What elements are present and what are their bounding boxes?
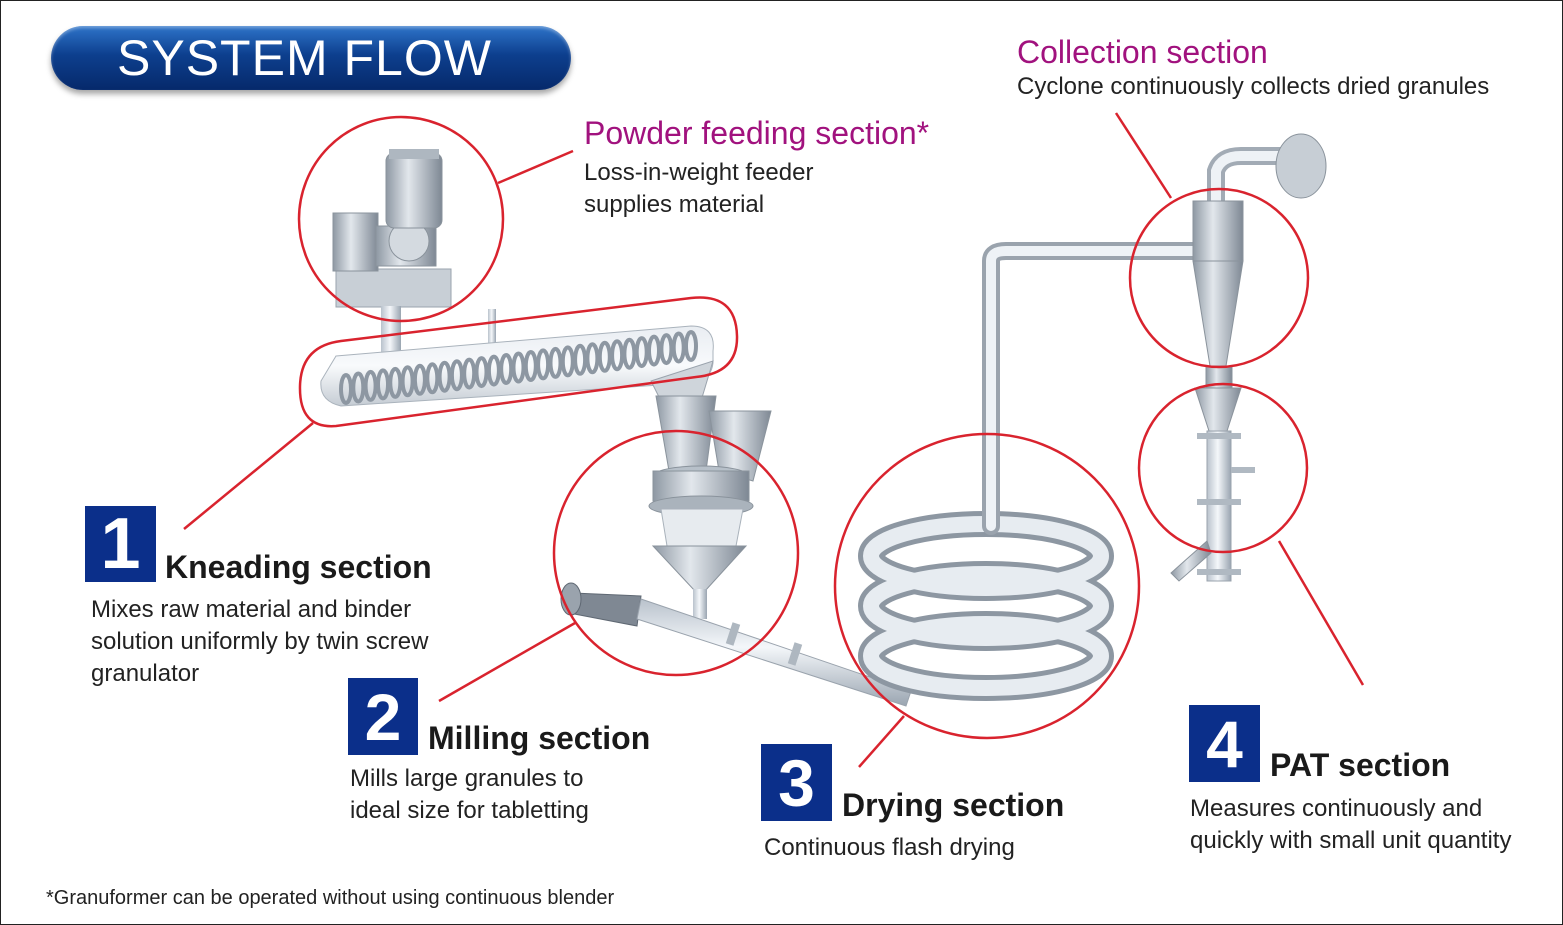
description-line: quickly with small unit quantity	[1190, 827, 1512, 854]
screw-flight	[425, 362, 440, 395]
screw-flight	[622, 337, 637, 370]
drying-highlight-circle	[833, 432, 1141, 740]
pat-description: Measures continuously and quickly with s…	[1190, 793, 1511, 857]
cyclone-illustration	[1192, 133, 1327, 367]
step-number-badge: 2	[348, 678, 418, 755]
collection-description: Cyclone continuously collects dried gran…	[1017, 71, 1489, 103]
powder-feeding-description: Loss-in-weight feeder supplies material	[584, 157, 813, 221]
screw-flight	[486, 354, 501, 387]
screw-flight	[462, 357, 477, 390]
pat-leader-line	[1277, 540, 1365, 686]
milling-heading: Milling section	[428, 720, 651, 756]
flash-dryer-coil-illustration	[858, 242, 1205, 701]
description-line: Continuous flash drying	[764, 834, 1015, 861]
drying-heading: Drying section	[842, 787, 1065, 823]
screw-flight	[400, 365, 415, 398]
kneading-heading: Kneading section	[165, 549, 432, 585]
screw-flight	[573, 343, 588, 376]
screw-flight	[437, 360, 452, 393]
description-line: granulator	[91, 660, 200, 687]
milling-highlight-circle	[552, 429, 800, 677]
milling-leader-line	[438, 621, 576, 703]
pat-column-illustration	[1170, 365, 1255, 582]
twin-screw-granulator-illustration	[320, 325, 714, 407]
description-line: supplies material	[584, 191, 765, 218]
screw-flight	[449, 359, 464, 392]
kneading-leader-line	[183, 422, 314, 530]
pat-heading: PAT section	[1270, 747, 1451, 783]
step-number-badge: 1	[85, 506, 156, 582]
description-line: solution uniformly by twin screw	[91, 628, 429, 655]
milling-description: Mills large granules to ideal size for t…	[350, 763, 589, 827]
collection-leader-line	[1114, 112, 1173, 199]
screw-flight	[351, 371, 366, 404]
description-line: Measures continuously and	[1190, 795, 1483, 822]
screw-flight	[597, 340, 612, 373]
screw-flight	[647, 334, 661, 367]
description-line: Mixes raw material and binder	[91, 596, 412, 623]
collection-heading: Collection section	[1017, 34, 1268, 70]
screw-flight	[585, 342, 600, 375]
screw-flight	[548, 346, 563, 379]
kneading-description: Mixes raw material and binder solution u…	[91, 594, 428, 690]
drying-description: Continuous flash drying	[764, 832, 1015, 864]
description-line: ideal size for tabletting	[350, 797, 589, 824]
footnote: *Granuformer can be operated without usi…	[46, 887, 615, 909]
screw-flight	[339, 373, 353, 405]
screw-flight	[610, 339, 625, 372]
powder-feeding-highlight-circle	[297, 115, 505, 323]
screw-flight	[511, 351, 526, 384]
screw-flight	[412, 363, 427, 396]
screw-flight	[363, 369, 378, 402]
screw-flight	[659, 333, 674, 366]
mill-illustration	[648, 395, 772, 619]
screw-flight	[474, 356, 489, 389]
title-banner: SYSTEM FLOW	[51, 26, 571, 90]
description-line: Loss-in-weight feeder	[584, 159, 814, 186]
screw-flight	[523, 350, 538, 382]
section-highlights	[297, 115, 1310, 740]
powder-feeding-heading: Powder feeding section*	[584, 115, 930, 151]
screw-flight	[560, 345, 575, 378]
description-line: Mills large granules to	[350, 765, 584, 792]
description-line: Cyclone continuously collects dried gran…	[1017, 73, 1490, 100]
leader-lines	[183, 112, 1365, 768]
powder-leader-line	[497, 149, 574, 185]
screw-flight	[671, 331, 686, 364]
screw-flight	[634, 336, 649, 369]
pat-highlight-circle	[1137, 382, 1309, 554]
powder-feeder-illustration	[332, 149, 496, 366]
step-number-badge: 4	[1189, 705, 1260, 782]
screw-flight	[536, 348, 551, 381]
page-title: SYSTEM FLOW	[117, 30, 492, 86]
screw-flight	[499, 353, 514, 385]
collection-highlight-circle	[1128, 187, 1310, 369]
screw-flight	[388, 366, 403, 399]
kneading-highlight-capsule	[298, 296, 739, 428]
step-number-badge: 3	[761, 744, 832, 821]
screw-flight	[684, 330, 698, 362]
screw-flight	[376, 368, 390, 401]
transfer-line-illustration	[560, 582, 912, 707]
drying-leader-line	[858, 715, 905, 768]
